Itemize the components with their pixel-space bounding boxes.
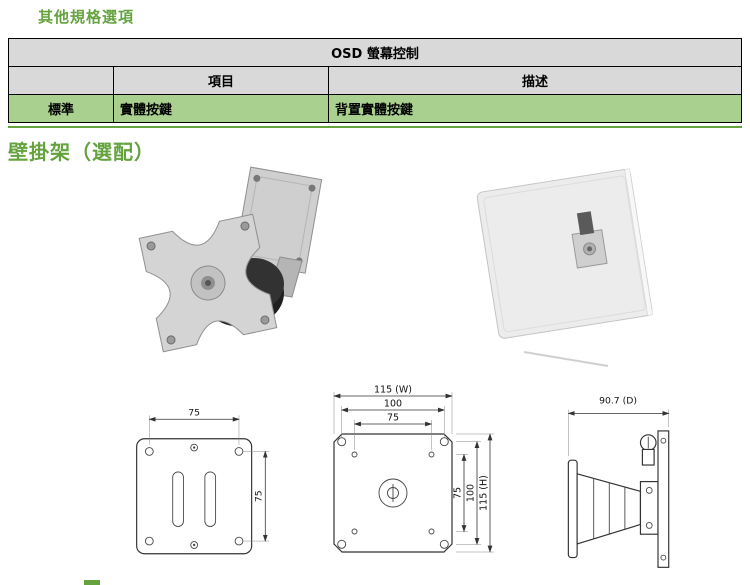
row-label-cell: 標準 [8, 94, 114, 123]
table-header-desc: 描述 [328, 66, 742, 95]
dim-label-large-height: 115 (H) [479, 475, 490, 511]
side-knob [639, 434, 657, 466]
cropped-next-heading [84, 580, 100, 585]
section-title-other-specs: 其他規格選項 [38, 8, 135, 26]
vesa-mount-photo [138, 166, 323, 353]
row-item-cell: 實體按鍵 [113, 94, 329, 123]
monitor-stand-edge [523, 351, 609, 367]
dim-label-depth: 90.7 (D) [599, 396, 637, 407]
table-header-item: 項目 [113, 66, 329, 95]
table-corner-cell [8, 66, 114, 95]
attached-mount-photo [571, 211, 608, 269]
dim-label-large-100-top: 100 [384, 399, 402, 410]
drawing-front-large: 75 100 115 (W) 75 100 115 (H) [333, 385, 494, 553]
side-arm [576, 473, 642, 545]
dim-label-large-width: 115 (W) [374, 385, 412, 396]
side-monitor-plate [567, 459, 578, 559]
green-divider [8, 126, 742, 128]
section-title-wall-mount: 壁掛架（選配） [8, 140, 155, 164]
monitor-back-photo [476, 168, 653, 367]
drawing-side-view: 90.7 (D) [567, 396, 670, 568]
vesa-plate-photo [138, 213, 278, 353]
dim-label-small-top: 75 [188, 407, 200, 418]
dim-label-small-right: 75 [253, 490, 264, 502]
row-desc-cell: 背置實體按鍵 [328, 94, 742, 123]
table-row: 標準 實體按鍵 背置實體按鍵 [8, 94, 742, 123]
table-title-cell: OSD 螢幕控制 [8, 38, 742, 67]
drawing-front-small: 75 75 [136, 407, 270, 555]
osd-control-table: OSD 螢幕控制 項目 描述 標準 實體按鍵 背置實體按鍵 [8, 38, 742, 123]
side-wall-plate [657, 430, 670, 568]
dim-label-large-100-right: 100 [466, 484, 477, 502]
side-hinge [639, 481, 659, 535]
dim-label-large-75-right: 75 [453, 487, 464, 499]
dim-label-large-75-top: 75 [387, 413, 399, 424]
